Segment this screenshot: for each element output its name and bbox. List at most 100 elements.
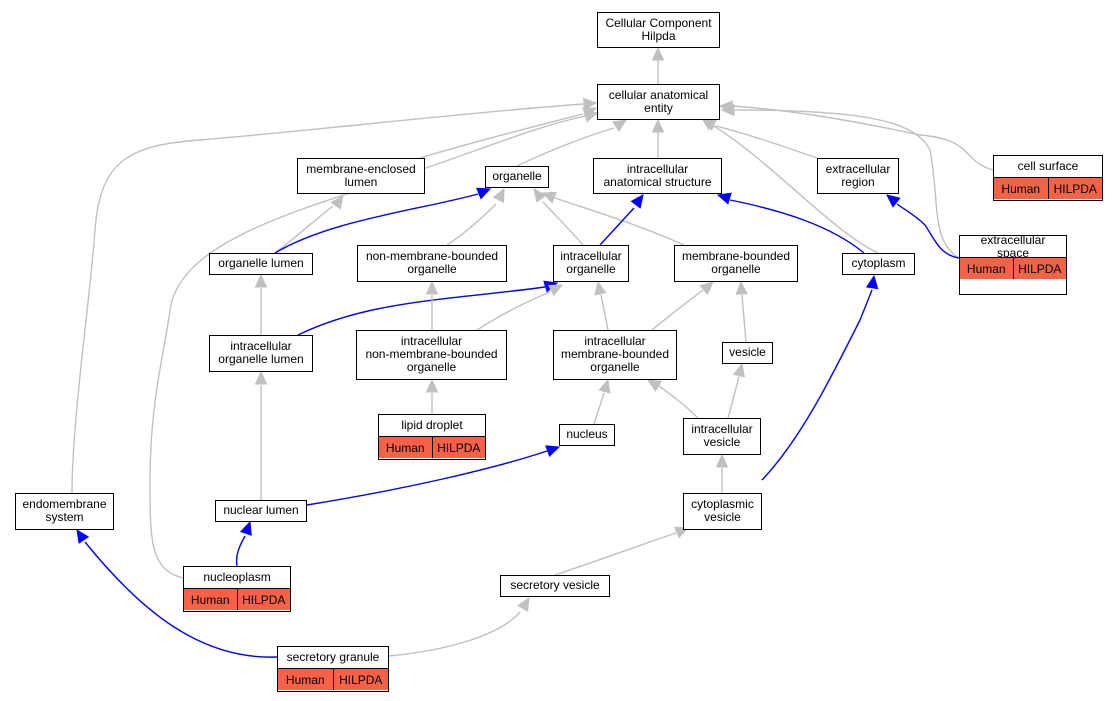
node-nl[interactable]: nuclear lumen: [215, 500, 307, 522]
arrowhead: [612, 119, 628, 133]
arrowhead: [720, 103, 735, 117]
node-label: intracellular anatomical structure: [603, 161, 712, 189]
edge-np-nl: [235, 520, 252, 567]
edge-line: [554, 197, 685, 246]
edge-mbo-org: [541, 191, 685, 246]
edge-cv-iv: [715, 453, 729, 493]
arrowhead: [651, 118, 665, 133]
node-label: nuclear lumen: [223, 503, 299, 517]
node-cae[interactable]: cellular anatomical entity: [597, 84, 720, 120]
edge-iol-io: [297, 280, 559, 336]
node-label: membrane-bounded organelle: [681, 249, 791, 276]
node-io[interactable]: intracellular organelle: [553, 245, 629, 282]
arrowhead: [425, 378, 439, 393]
arrowhead: [646, 379, 662, 392]
node-ol[interactable]: organelle lumen: [209, 253, 313, 275]
edge-line: [593, 392, 605, 425]
species-tag: Human: [184, 589, 237, 610]
arrowhead: [583, 97, 598, 111]
edge-sv-cv: [554, 526, 690, 576]
node-label: organelle lumen: [218, 256, 304, 270]
node-ves[interactable]: vesicle: [722, 342, 773, 364]
edge-ol-org: [274, 187, 492, 254]
node-ems[interactable]: endomembrane system: [15, 493, 114, 530]
edge-imbo-mbo: [651, 281, 714, 331]
arrowhead: [732, 362, 746, 378]
edge-iol-ol: [254, 273, 268, 335]
gene-tag: HILPDA: [332, 669, 388, 690]
gene-tag: HILPDA: [431, 437, 485, 458]
species-tag: Human: [994, 178, 1048, 199]
edge-exs-exr: [886, 194, 960, 259]
edge-line: [729, 199, 865, 254]
node-nuc[interactable]: nucleus: [559, 424, 615, 446]
arrowhead: [330, 195, 344, 210]
node-label: membrane-enclosed lumen: [306, 161, 416, 189]
species-tag: Human: [278, 669, 333, 690]
arrowhead: [239, 520, 252, 536]
edge-line: [896, 203, 960, 259]
node-mbo[interactable]: membrane-bounded organelle: [674, 245, 798, 282]
arrowhead: [533, 188, 547, 203]
node-label: cell surface: [1017, 159, 1079, 173]
node-org[interactable]: organelle: [485, 166, 549, 188]
node-label: organelle: [492, 169, 542, 183]
node-label: intracellular membrane-bounded organelle: [560, 334, 670, 374]
node-label: secretory granule: [286, 650, 380, 664]
node-label: nucleus: [566, 427, 608, 441]
edge-line: [388, 611, 521, 657]
node-label: vesicle: [729, 345, 766, 359]
edge-inmbo-io: [476, 284, 564, 331]
node-root[interactable]: Cellular Component Hilpda: [597, 12, 720, 48]
node-ias[interactable]: intracellular anatomical structure: [593, 158, 722, 194]
arrowhead: [76, 529, 90, 544]
edge-ves-mbo: [735, 280, 748, 343]
edge-nuc-imbo: [593, 378, 611, 425]
node-label: intracellular non-membrane-bounded organ…: [365, 334, 498, 374]
node-exr[interactable]: extracellular region: [817, 158, 899, 194]
node-cv[interactable]: cytoplasmic vesicle: [683, 493, 762, 530]
node-imbo[interactable]: intracellular membrane-bounded organelle: [553, 330, 677, 380]
node-iol[interactable]: intracellular organelle lumen: [209, 335, 313, 372]
gene-tag: HILPDA: [1012, 258, 1066, 279]
arrowhead: [425, 280, 439, 295]
node-label: lipid droplet: [401, 418, 463, 432]
edge-ld-inmbo: [425, 378, 439, 414]
edge-line: [297, 286, 546, 336]
edge-sg-sv: [388, 596, 530, 657]
node-inmbo[interactable]: intracellular non-membrane-bounded organ…: [356, 330, 507, 380]
edge-line: [600, 294, 609, 331]
node-nmbo[interactable]: non-membrane-bounded organelle: [357, 245, 507, 282]
node-label: Cellular Component Hilpda: [605, 15, 712, 43]
node-label: extracellular space: [980, 232, 1046, 260]
node-mel[interactable]: membrane-enclosed lumen: [297, 158, 425, 194]
gene-tag: HILPDA: [236, 589, 290, 610]
arrowhead: [541, 191, 557, 204]
edge-imbo-io: [594, 280, 609, 331]
node-cyto[interactable]: cytoplasm: [842, 253, 915, 275]
edge-io-org: [533, 188, 584, 246]
node-label: cellular anatomical entity: [608, 87, 709, 115]
arrowhead: [886, 194, 901, 208]
arrowhead: [735, 280, 748, 295]
edge-line: [554, 532, 677, 576]
edge-io-ias: [599, 194, 644, 246]
edge-nmbo-org: [446, 187, 505, 246]
edge-line: [84, 541, 278, 658]
edge-line: [419, 113, 584, 159]
edge-exr-cae: [701, 119, 818, 159]
arrowhead: [651, 46, 665, 61]
node-label: secretory vesicle: [510, 578, 600, 592]
node-sv[interactable]: secretory vesicle: [500, 575, 610, 597]
node-iv[interactable]: intracellular vesicle: [683, 418, 761, 455]
node-label: intracellular organelle: [560, 249, 622, 276]
